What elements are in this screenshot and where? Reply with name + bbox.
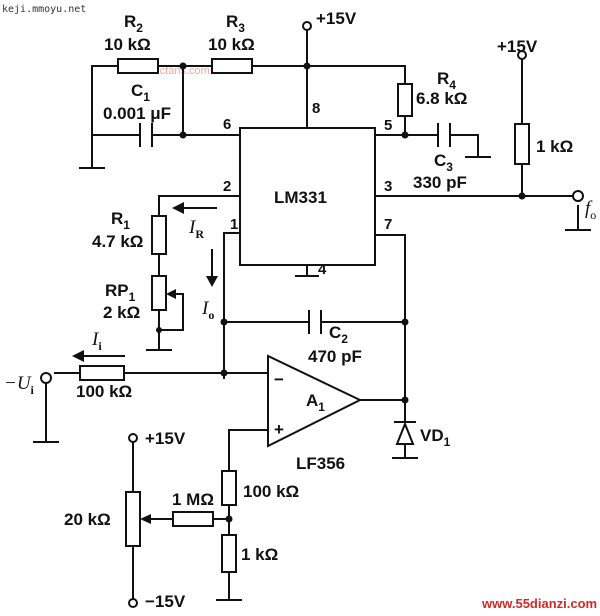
vcc-pot-terminal	[128, 433, 138, 443]
input-terminal	[40, 372, 52, 384]
r1-value: 4.7 kΩ	[92, 232, 143, 251]
opamp-a1	[267, 354, 363, 448]
opamp-name: A1	[306, 391, 325, 414]
r-1k-resistor	[221, 534, 237, 573]
ui-label: −Ui	[4, 373, 35, 397]
c3-value: 330 pF	[413, 173, 467, 192]
pin-3-label: 3	[384, 178, 392, 195]
junction-dots	[156, 62, 526, 523]
r-1k-value: 1 kΩ	[241, 545, 278, 564]
opamp-plus: +	[274, 420, 284, 439]
pin-2-label: 2	[223, 178, 231, 195]
lm331-label: LM331	[274, 188, 327, 207]
c2-name: C2	[329, 323, 348, 346]
r3-resistor	[211, 58, 253, 74]
pin-7-label: 7	[384, 216, 392, 233]
r-1m-resistor	[172, 511, 214, 527]
pot-wiper-arrow	[140, 514, 151, 524]
ii-label: Ii	[91, 329, 102, 353]
r4-name: R4	[437, 69, 456, 92]
r2-resistor	[117, 58, 159, 74]
io-arrow-head	[206, 276, 218, 287]
vd1-diode	[395, 421, 415, 445]
vcc-top-label: +15V	[316, 9, 357, 28]
r3-name: R3	[226, 12, 245, 35]
pin-5-label: 5	[384, 117, 392, 134]
opamp-part: LF356	[296, 454, 345, 473]
ir-label: IR	[188, 217, 204, 241]
input-resistor-value: 100 kΩ	[76, 382, 132, 401]
pot-20k-value: 20 kΩ	[64, 510, 111, 529]
r2-value: 10 kΩ	[104, 35, 151, 54]
pin-4-label: 4	[318, 261, 327, 278]
vcc-right-label: +15V	[497, 37, 538, 56]
ir-arrow-head	[172, 202, 184, 214]
vcc-right-terminal	[517, 50, 527, 60]
c3-name: C3	[434, 151, 453, 174]
pin-8-label: 8	[312, 100, 320, 117]
r1-resistor	[151, 215, 167, 255]
r1-name: R1	[111, 209, 130, 232]
pullup-resistor	[514, 123, 530, 165]
rp1-wiper-arrow	[166, 289, 176, 299]
c1-value: 0.001 μF	[103, 104, 171, 123]
r2-name: R2	[124, 12, 143, 35]
ii-arrow-head	[72, 350, 84, 362]
rp1-value: 2 kΩ	[103, 303, 140, 322]
terminals	[40, 21, 584, 608]
c1-name: C1	[131, 81, 150, 104]
vee-pot-label: −15V	[145, 592, 186, 611]
lm331-ic	[239, 127, 376, 266]
vcc-pot-label: +15V	[145, 429, 186, 448]
watermark-center: elecfans.com	[145, 65, 210, 77]
r3-value: 10 kΩ	[208, 35, 255, 54]
output-terminal	[572, 190, 584, 202]
vcc-top-terminal	[302, 21, 312, 31]
r4-resistor	[397, 83, 413, 117]
input-resistor	[79, 365, 125, 381]
opamp-minus: −	[274, 370, 284, 389]
rp1-name: RP1	[105, 281, 136, 304]
rp1-potentiometer	[151, 275, 167, 311]
pin-6-label: 6	[223, 116, 231, 133]
vd1-label: VD1	[420, 426, 451, 449]
vee-pot-terminal	[128, 598, 138, 608]
watermark-top-left: keji.mmoyu.net	[2, 4, 86, 15]
io-label: Io	[201, 298, 214, 322]
r-1m-value: 1 MΩ	[172, 490, 214, 509]
r4-value: 6.8 kΩ	[416, 89, 467, 108]
pullup-value: 1 kΩ	[536, 137, 573, 156]
c2-value: 470 pF	[308, 347, 362, 366]
r-100k-value: 100 kΩ	[243, 482, 299, 501]
watermark-bottom-right: www.55dianzi.com	[481, 596, 597, 611]
pot-20k	[125, 491, 141, 547]
r-100k-resistor	[221, 470, 237, 506]
fo-label: fo	[585, 198, 596, 222]
pin-1-label: 1	[230, 216, 238, 233]
